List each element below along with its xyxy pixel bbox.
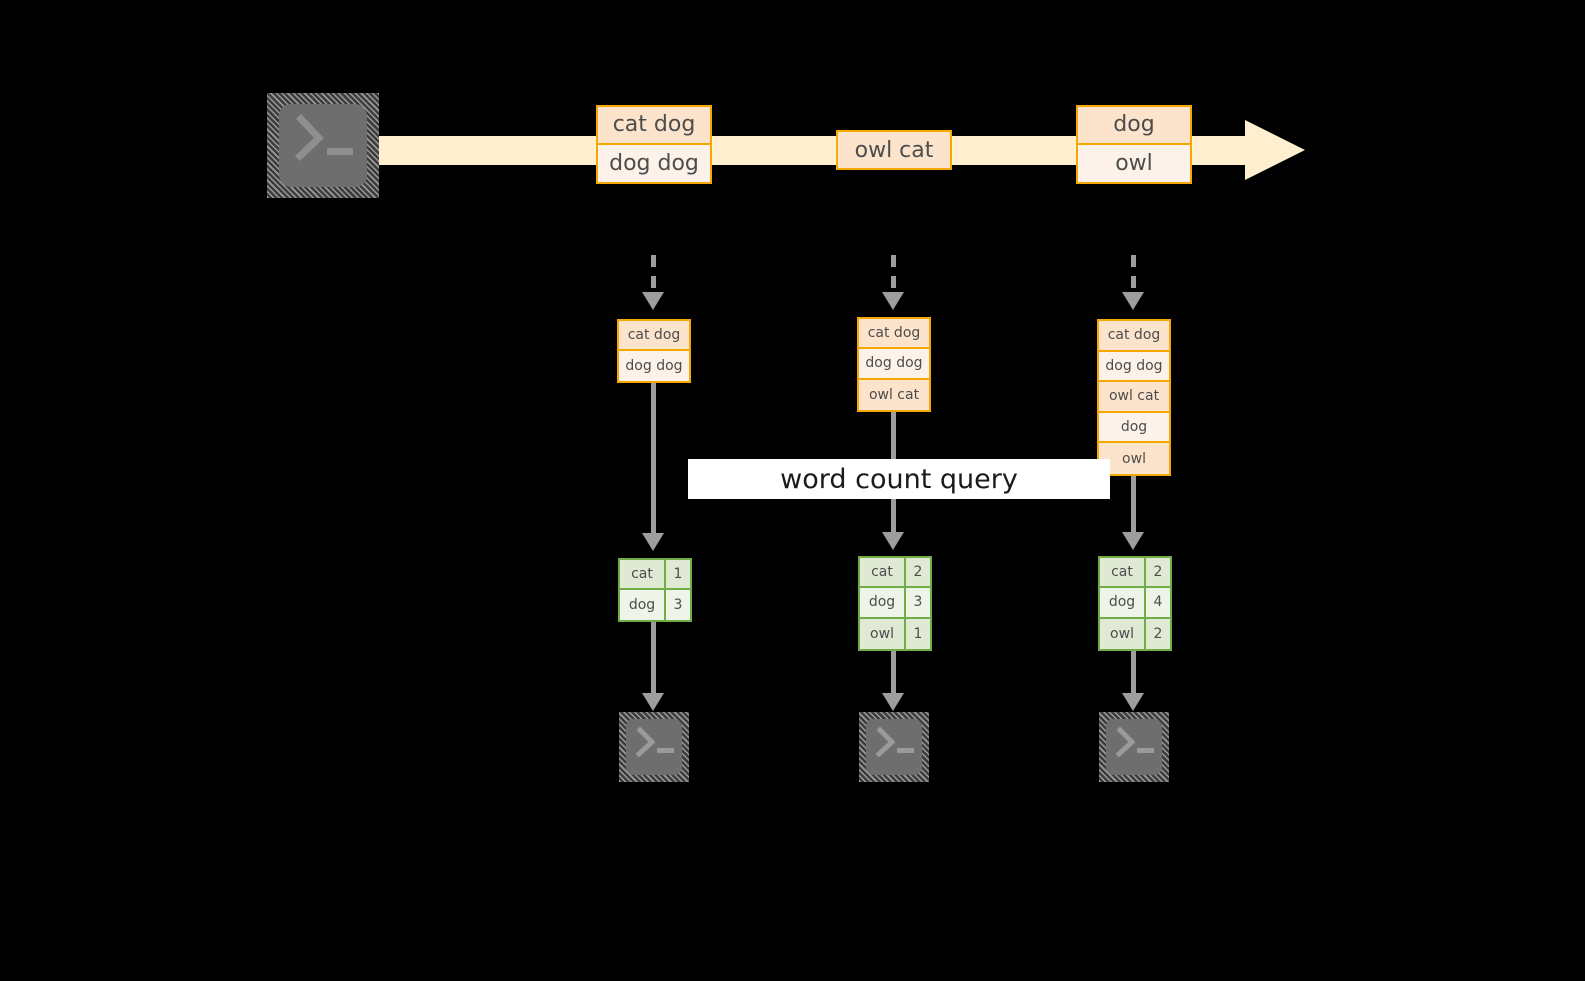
input-row: cat dog	[619, 321, 689, 351]
result-word: cat	[860, 558, 906, 587]
input-row: dog	[1099, 412, 1169, 444]
stream-group-1[interactable]: cat dog dog dog	[596, 105, 712, 184]
sink-arrowhead-1	[642, 693, 664, 711]
terminal-face	[626, 719, 682, 775]
input-row: dog dog	[619, 351, 689, 381]
result-count: 1	[666, 560, 690, 588]
terminal-face	[279, 104, 367, 187]
result-word: dog	[860, 588, 906, 617]
result-word: cat	[620, 560, 666, 588]
stream-record: dog dog	[598, 144, 710, 182]
query-arrow-line-1	[651, 383, 656, 535]
input-table-1[interactable]: cat dog dog dog	[617, 319, 691, 383]
input-table-3[interactable]: cat dog dog dog owl cat dog owl	[1097, 319, 1171, 476]
result-table-2[interactable]: cat 2 dog 3 owl 1	[858, 556, 932, 651]
result-word: cat	[1100, 558, 1146, 587]
result-word: owl	[860, 618, 906, 649]
snapshot-arrow-dashed-3	[1131, 255, 1136, 294]
result-word: owl	[1100, 618, 1146, 649]
stream-record: cat dog	[598, 107, 710, 145]
input-row: dog dog	[859, 349, 929, 380]
result-count: 1	[906, 618, 930, 649]
stream-arrowhead	[1245, 120, 1305, 180]
result-table-1[interactable]: cat 1 dog 3	[618, 558, 692, 622]
terminal-prompt-glyph	[1115, 726, 1154, 758]
stream-group-2[interactable]: owl cat	[836, 130, 952, 170]
terminal-face	[1106, 719, 1162, 775]
query-arrow-line-3	[1131, 476, 1136, 534]
input-row: cat dog	[859, 319, 929, 350]
snapshot-arrow-dashed-1	[651, 255, 656, 294]
result-count: 4	[1146, 588, 1170, 617]
sink-arrowhead-3	[1122, 693, 1144, 711]
terminal-face	[866, 719, 922, 775]
result-row: cat 2	[1100, 558, 1170, 589]
stream-group-3[interactable]: dog owl	[1076, 105, 1192, 184]
sink-arrow-line-1	[651, 622, 656, 695]
terminal-prompt-glyph	[635, 726, 674, 758]
input-table-2[interactable]: cat dog dog dog owl cat	[857, 317, 931, 412]
sink-arrow-line-3	[1131, 651, 1136, 695]
query-arrowhead-1	[642, 533, 664, 551]
terminal-prompt-glyph	[295, 114, 353, 161]
input-row: owl cat	[1099, 382, 1169, 413]
sink-terminal-icon-1[interactable]	[619, 712, 689, 782]
terminal-prompt-glyph	[875, 726, 914, 758]
sink-arrowhead-2	[882, 693, 904, 711]
result-count: 3	[906, 588, 930, 617]
input-row: owl	[1099, 443, 1169, 474]
stream-record: owl	[1078, 144, 1190, 182]
result-row: dog 3	[620, 590, 690, 620]
result-row: cat 1	[620, 560, 690, 590]
result-word: dog	[1100, 588, 1146, 617]
input-row: owl cat	[859, 379, 929, 410]
result-row: cat 2	[860, 558, 930, 589]
result-count: 3	[666, 590, 690, 620]
sink-terminal-icon-3[interactable]	[1099, 712, 1169, 782]
snapshot-arrowhead-2	[882, 292, 904, 310]
stream-record: owl cat	[838, 132, 950, 168]
query-arrowhead-3	[1122, 532, 1144, 550]
result-word: dog	[620, 590, 666, 620]
input-row: dog dog	[1099, 351, 1169, 383]
stream-record: dog	[1078, 107, 1190, 145]
sink-terminal-icon-2[interactable]	[859, 712, 929, 782]
result-row: dog 3	[860, 588, 930, 619]
result-table-3[interactable]: cat 2 dog 4 owl 2	[1098, 556, 1172, 651]
source-terminal-icon[interactable]	[267, 93, 379, 198]
snapshot-arrowhead-3	[1122, 292, 1144, 310]
result-row: owl 2	[1100, 618, 1170, 649]
snapshot-arrowhead-1	[642, 292, 664, 310]
result-count: 2	[906, 558, 930, 587]
result-count: 2	[1146, 618, 1170, 649]
result-row: owl 1	[860, 618, 930, 649]
snapshot-arrow-dashed-2	[891, 255, 896, 294]
sink-arrow-line-2	[891, 651, 896, 695]
result-count: 2	[1146, 558, 1170, 587]
input-row: cat dog	[1099, 321, 1169, 352]
query-label: word count query	[688, 459, 1110, 499]
result-row: dog 4	[1100, 588, 1170, 619]
query-arrowhead-2	[882, 532, 904, 550]
